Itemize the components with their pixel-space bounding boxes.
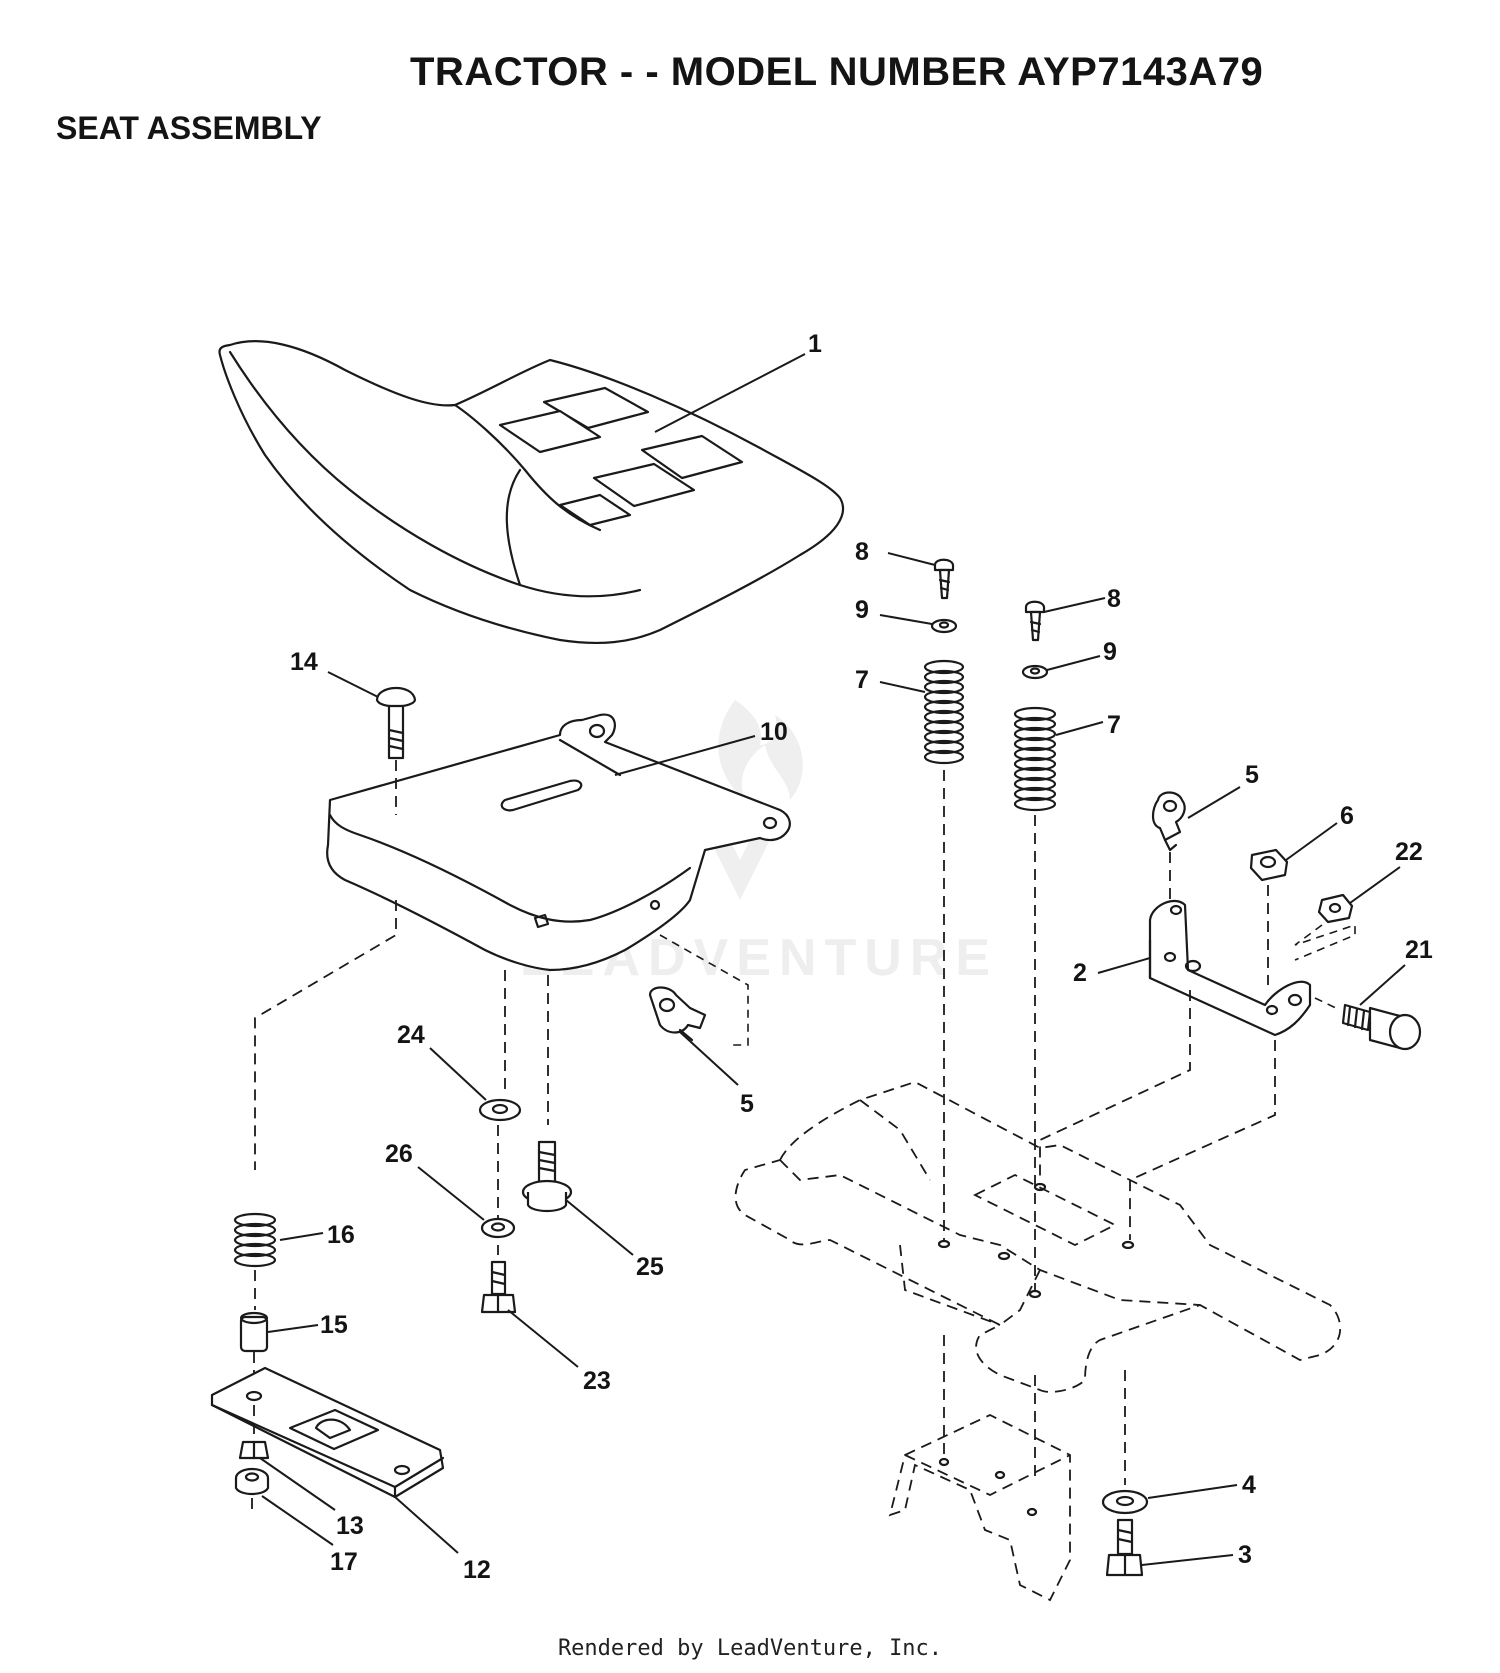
hex-bolt-part-23[interactable]: [480, 1260, 517, 1314]
label-23: 23: [583, 1367, 611, 1395]
nut-part-6[interactable]: [1249, 848, 1289, 882]
washer-part-24[interactable]: [478, 1098, 522, 1122]
label-10: 10: [760, 718, 788, 746]
label-9-left: 9: [855, 596, 869, 624]
label-17: 17: [330, 1548, 358, 1576]
screw-part-8-right[interactable]: [1024, 600, 1046, 642]
washer-part-9-right[interactable]: [1021, 664, 1049, 680]
bracket-part-12[interactable]: [210, 1366, 445, 1499]
washer-part-17[interactable]: [234, 1467, 270, 1496]
lower-mount-phantom: [888, 1335, 1071, 1602]
label-3: 3: [1238, 1541, 1252, 1569]
label-5-right: 5: [1245, 761, 1259, 789]
label-26: 26: [385, 1140, 413, 1168]
label-5-left: 5: [740, 1090, 754, 1118]
clip-part-5-left[interactable]: [648, 986, 707, 1042]
label-22: 22: [1395, 838, 1423, 866]
nut-part-22[interactable]: [1317, 893, 1354, 924]
footer-credit: Rendered by LeadVenture, Inc.: [557, 1636, 943, 1661]
washer-part-9-left[interactable]: [930, 618, 958, 634]
seat-pan-part-10[interactable]: [326, 713, 791, 972]
label-7-right: 7: [1107, 711, 1121, 739]
spacer-part-15[interactable]: [239, 1311, 269, 1353]
label-15: 15: [320, 1311, 348, 1339]
spring-part-7-right[interactable]: [1013, 706, 1057, 812]
label-24: 24: [397, 1021, 425, 1049]
clip-part-5-right[interactable]: [1151, 791, 1186, 852]
shoulder-bolt-part-25[interactable]: [521, 1140, 573, 1213]
label-16: 16: [327, 1221, 355, 1249]
section-title: SEAT ASSEMBLY: [56, 110, 322, 146]
label-13: 13: [336, 1512, 364, 1540]
label-8-left: 8: [855, 538, 869, 566]
label-6: 6: [1340, 802, 1354, 830]
screw-part-8-left[interactable]: [933, 558, 955, 600]
spring-part-16[interactable]: [233, 1212, 277, 1268]
hex-bolt-part-3[interactable]: [1105, 1518, 1144, 1577]
label-9-right: 9: [1103, 638, 1117, 666]
spring-part-7-left[interactable]: [923, 659, 965, 765]
lock-washer-part-26[interactable]: [480, 1217, 516, 1239]
seat-part-1[interactable]: [218, 340, 845, 645]
label-21: 21: [1405, 936, 1433, 964]
bracket-part-2[interactable]: [1148, 899, 1312, 1037]
label-25: 25: [636, 1253, 664, 1281]
carriage-bolt-part-14[interactable]: [375, 686, 417, 760]
label-7-left: 7: [855, 666, 869, 694]
nut-part-13[interactable]: [238, 1440, 270, 1460]
washer-part-4[interactable]: [1101, 1489, 1149, 1515]
label-8-right: 8: [1107, 585, 1121, 613]
label-4: 4: [1242, 1471, 1256, 1499]
label-14: 14: [290, 648, 318, 676]
label-12: 12: [463, 1556, 491, 1584]
page-title: TRACTOR - - MODEL NUMBER AYP7143A79: [410, 50, 1264, 94]
label-2: 2: [1073, 959, 1087, 987]
shoulder-bolt-part-21[interactable]: [1341, 1003, 1422, 1051]
tractor-frame-phantom: [734, 1081, 1342, 1393]
label-1: 1: [808, 330, 822, 358]
